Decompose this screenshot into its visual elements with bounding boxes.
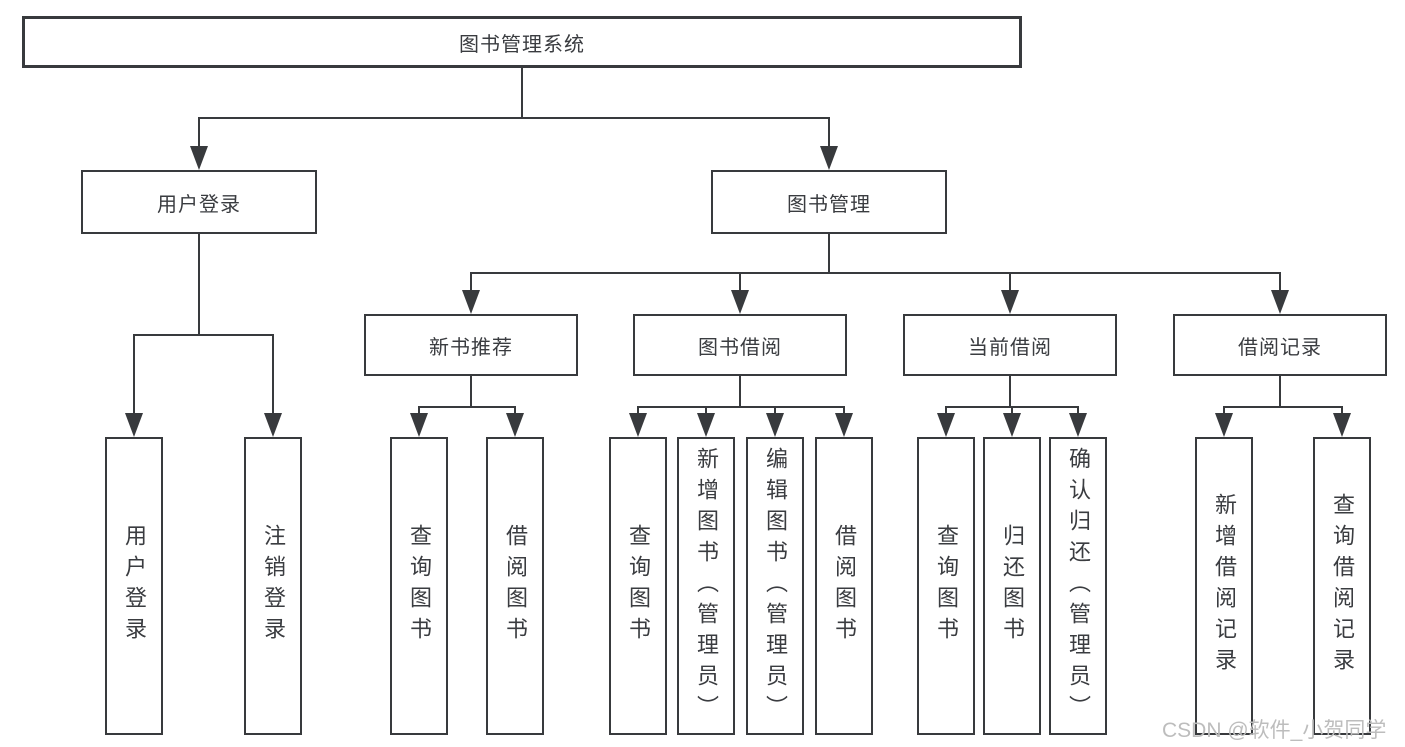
arrow-down-icon [731,290,749,314]
arrow-down-icon [937,413,955,437]
arrow-down-icon [1215,413,1233,437]
connector-login-stem [198,234,200,336]
leaf-query-books-borrowing: 查询图书 [609,437,667,735]
arrow-down-icon [697,413,715,437]
leaf-add-books-admin: 新增图书（管理员） [677,437,735,735]
arrow-down-icon [264,413,282,437]
arrow-down-icon [766,413,784,437]
arrow-down-icon [190,146,208,170]
connector-borrowing-leaf2-drop [705,406,707,416]
connector-current-stem [1009,376,1011,408]
connector-newbook-leaf2-drop [514,406,516,416]
csdn-watermark: CSDN @软件_小贺同学 [1162,719,1387,742]
leaf-borrow-books-newbook: 借阅图书 [486,437,544,735]
connector-book-mgmt-drop [828,117,830,148]
node-book-management: 图书管理 [711,170,947,234]
arrow-down-icon [1003,413,1021,437]
arrow-down-icon [820,146,838,170]
leaf-query-books-newbook: 查询图书 [390,437,448,735]
connector-newbook-leaf1-drop [418,406,420,416]
arrow-down-icon [629,413,647,437]
arrow-down-icon [1271,290,1289,314]
connector-mgmt-stem [828,234,830,274]
node-user-login: 用户登录 [81,170,317,234]
connector-login-leaf1-drop [133,334,135,415]
connector-current-leaf2-drop [1011,406,1013,416]
node-current-borrowing: 当前借阅 [903,314,1117,376]
leaf-logout-login: 注销登录 [244,437,302,735]
connector-borrowing-bus [637,406,845,408]
arrow-down-icon [506,413,524,437]
node-new-book-recommendation: 新书推荐 [364,314,578,376]
connector-records-leaf2-drop [1341,406,1343,416]
connector-user-login-drop [198,117,200,148]
connector-login-leaf2-drop [272,334,274,415]
leaf-return-books: 归还图书 [983,437,1041,735]
arrow-down-icon [410,413,428,437]
arrow-down-icon [1069,413,1087,437]
arrow-down-icon [462,290,480,314]
connector-newbook-stem [470,376,472,408]
connector-borrowing-stem [739,376,741,408]
leaf-user-login: 用户登录 [105,437,163,735]
connector-current-leaf3-drop [1077,406,1079,416]
connector-borrowing-leaf3-drop [774,406,776,416]
leaf-add-borrowing-record: 新增借阅记录 [1195,437,1253,735]
leaf-query-borrowing-record: 查询借阅记录 [1313,437,1371,735]
node-library-management-system: 图书管理系统 [22,16,1022,68]
connector-records-stem [1279,376,1281,408]
connector-current-drop [1009,272,1011,292]
arrow-down-icon [125,413,143,437]
connector-current-leaf1-drop [945,406,947,416]
arrow-down-icon [1001,290,1019,314]
leaf-confirm-return-admin: 确认归还（管理员） [1049,437,1107,735]
leaf-edit-books-admin: 编辑图书（管理员） [746,437,804,735]
connector-borrowing-drop [739,272,741,292]
connector-root-stem [521,68,523,118]
connector-records-leaf1-drop [1223,406,1225,416]
connector-borrowing-leaf4-drop [843,406,845,416]
connector-records-bus [1223,406,1343,408]
connector-records-drop [1279,272,1281,292]
connector-newbook-bus [418,406,516,408]
connector-login-bus [133,334,274,336]
node-borrowing-records: 借阅记录 [1173,314,1387,376]
node-book-borrowing: 图书借阅 [633,314,847,376]
connector-borrowing-leaf1-drop [637,406,639,416]
connector-root-bus [198,117,830,119]
leaf-query-books-current: 查询图书 [917,437,975,735]
leaf-borrow-books-borrowing: 借阅图书 [815,437,873,735]
arrow-down-icon [1333,413,1351,437]
connector-newbook-drop [470,272,472,292]
arrow-down-icon [835,413,853,437]
connector-mgmt-bus [470,272,1281,274]
